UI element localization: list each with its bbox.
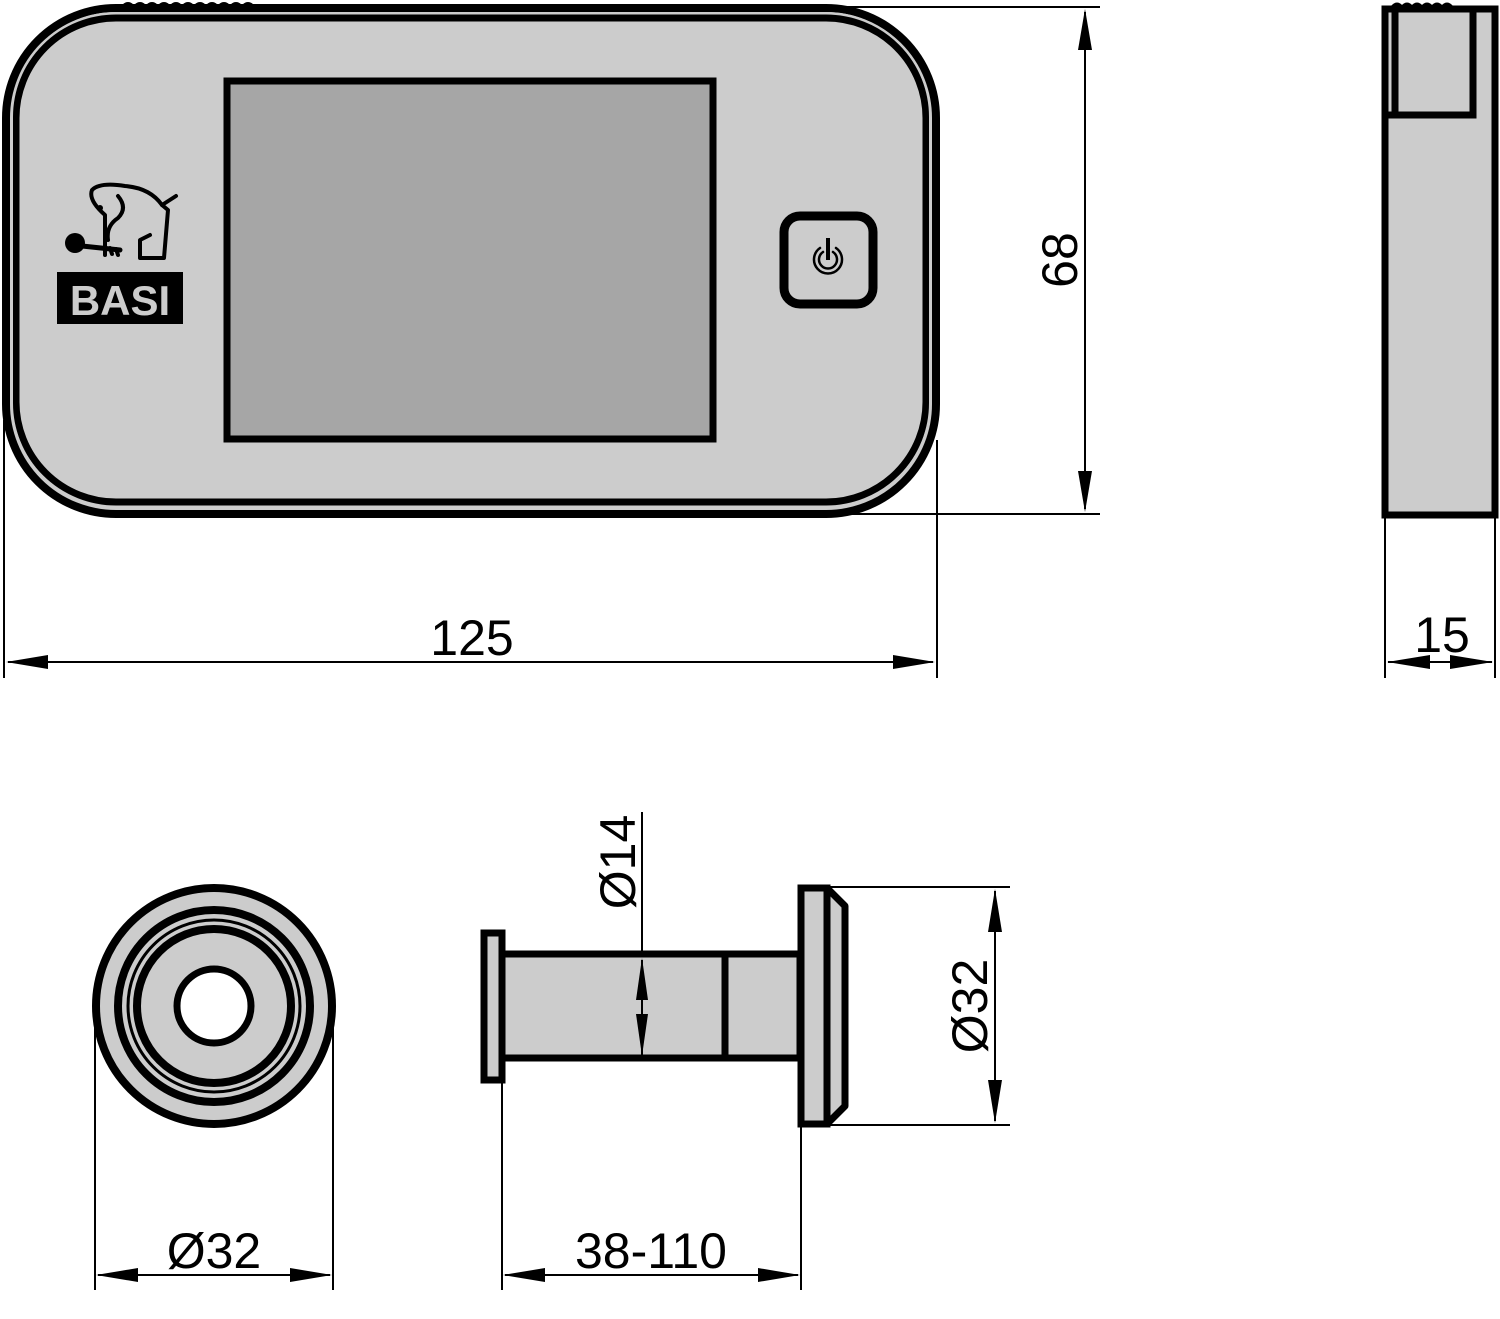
dimension-eyepiece-diameter: Ø32 xyxy=(94,1010,334,1290)
dimension-flange-diameter: Ø32 xyxy=(830,886,1010,1126)
door-thickness-label: 38-110 xyxy=(575,1223,727,1279)
shaft-diameter-label: Ø14 xyxy=(590,815,646,910)
power-button[interactable] xyxy=(779,211,878,309)
side-view-monitor xyxy=(1381,2,1499,519)
width-label: 125 xyxy=(430,610,513,666)
power-icon xyxy=(812,238,844,275)
eyepiece-side-view xyxy=(480,884,849,1128)
basi-logo: BASI xyxy=(57,182,183,324)
side-screen-recess xyxy=(1391,5,1477,119)
height-label: 68 xyxy=(1032,232,1088,288)
eyepiece-diameter-label: Ø32 xyxy=(167,1223,262,1279)
dimension-height: 68 xyxy=(840,6,1100,515)
lens-hole xyxy=(173,965,255,1047)
elephant-with-key-icon xyxy=(65,182,178,260)
eyepiece-chamfer xyxy=(823,884,849,1128)
dimension-width: 125 xyxy=(3,420,938,678)
eyepiece-front-view xyxy=(92,884,336,1128)
brand-text: BASI xyxy=(70,277,170,324)
eyepiece-flange xyxy=(797,884,831,1128)
logo-plate xyxy=(57,272,183,324)
front-view-monitor: BASI xyxy=(2,2,940,518)
monitor-inner-contour xyxy=(12,14,930,506)
depth-label: 15 xyxy=(1414,607,1470,663)
dimension-depth: 15 xyxy=(1384,515,1496,678)
dimension-door-thickness: 38-110 xyxy=(501,1082,802,1290)
dimension-shaft-diameter: Ø14 xyxy=(590,812,648,1056)
lcd-screen xyxy=(223,77,717,443)
eyepiece-nut xyxy=(480,929,506,1084)
eyepiece-shaft xyxy=(497,950,804,1062)
flange-diameter-label: Ø32 xyxy=(942,959,998,1054)
